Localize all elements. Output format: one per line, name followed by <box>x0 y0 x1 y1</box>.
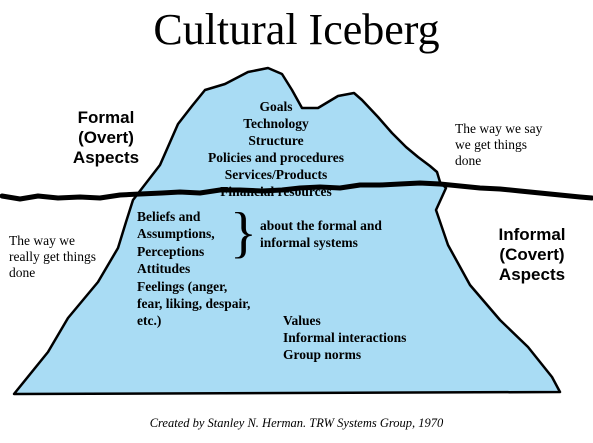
formal-note-line: The way we say <box>455 121 543 136</box>
formal-label-line: Aspects <box>72 148 140 167</box>
informal-note-line: done <box>9 265 36 280</box>
above-water-item: Goals <box>259 99 293 114</box>
informal-note: The way we really get things done <box>9 233 96 281</box>
formal-note: The way we say we get things done <box>455 121 542 169</box>
belief-group-item: Assumptions, <box>137 226 215 242</box>
formal-label-line: (Overt) <box>78 128 134 147</box>
formal-note-line: done <box>455 153 482 168</box>
above-water-item: Policies and procedures <box>207 150 344 165</box>
belief-group-item: etc.) <box>137 313 162 329</box>
deep-list: Values Informal interactions Group norms <box>283 312 406 363</box>
page-title: Cultural Iceberg <box>153 5 440 54</box>
deep-list-item: Informal interactions <box>283 330 407 345</box>
above-water-item: Financial resources <box>220 184 332 199</box>
waterline <box>0 180 593 202</box>
above-water-item: Structure <box>248 133 304 148</box>
brace-note-line: about the formal and <box>260 218 382 233</box>
belief-group-item: Feelings (anger, <box>137 278 228 294</box>
informal-label-line: Informal <box>498 225 566 244</box>
deep-list-item: Group norms <box>283 347 362 362</box>
informal-label-line: Aspects <box>498 265 566 284</box>
brace-note-line: informal systems <box>260 235 358 250</box>
credit-line: Created by Stanley N. Herman. TRW System… <box>149 416 444 430</box>
informal-label-line: (Covert) <box>499 245 565 264</box>
above-water-item: Technology <box>243 116 309 131</box>
deep-list-item: Values <box>283 313 321 328</box>
belief-group-item: Perceptions <box>137 243 205 259</box>
formal-label-line: Formal <box>77 108 135 127</box>
curly-brace: } <box>230 202 257 264</box>
belief-group-item: Attitudes <box>137 261 191 277</box>
belief-group-item: Beliefs and <box>137 209 201 224</box>
formal-aspects-label: Formal (Overt) Aspects <box>56 108 156 168</box>
informal-note-line: really get things <box>9 249 96 264</box>
informal-note-line: The way we <box>9 233 75 248</box>
above-water-item: Services/Products <box>224 167 328 182</box>
belief-group-item: fear, liking, despair, <box>137 296 251 312</box>
formal-note-line: we get things <box>455 137 527 152</box>
above-water-list: Goals Technology Structure Policies and … <box>188 98 364 200</box>
informal-aspects-label: Informal (Covert) Aspects <box>482 225 582 285</box>
brace-note: about the formal and informal systems <box>260 217 382 251</box>
belief-group-list: Beliefs and Assumptions, Perceptions Att… <box>137 208 250 330</box>
